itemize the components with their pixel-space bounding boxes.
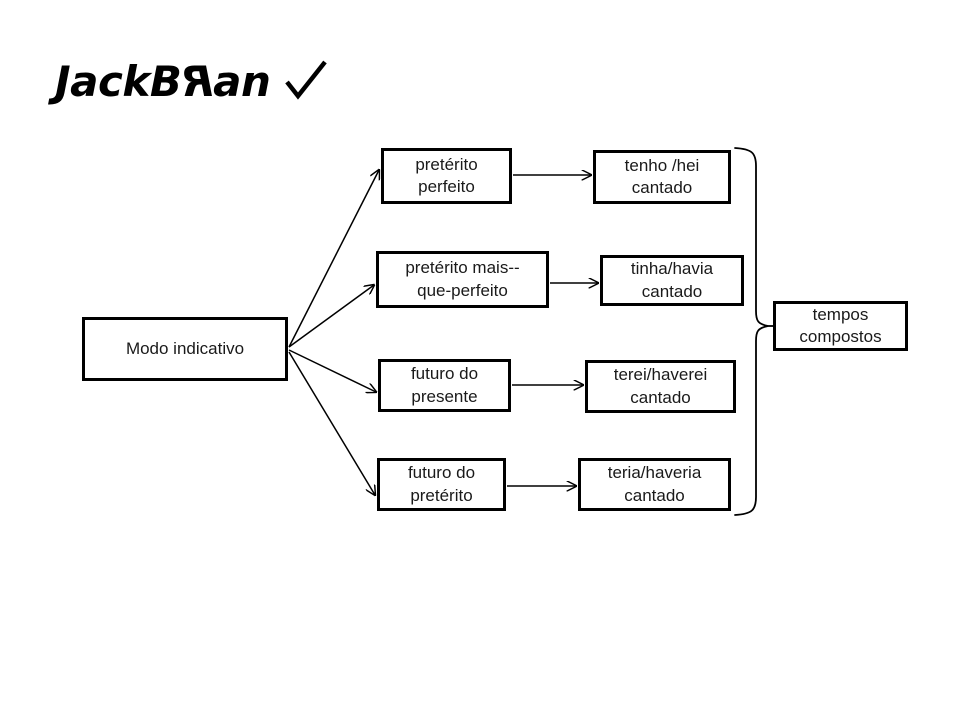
node-terei-haverei-cantado-line1: terei/haverei (613, 365, 708, 385)
node-tempos-compostos[interactable]: tempos compostos (773, 301, 908, 351)
brand-wordmark-ack: ack (70, 57, 150, 106)
edge-root-to-tense-3 (288, 349, 376, 392)
brand-wordmark-j: J (55, 57, 71, 106)
node-preterito-mais-que-perfeito-label: pretérito mais--que-perfeito (383, 257, 542, 302)
node-preterito-perfeito-label: pretérito perfeito (388, 154, 505, 199)
edge-root-to-tense-1 (288, 170, 379, 348)
node-preterito-perfeito-line1: pretérito (415, 154, 478, 174)
edge-root-to-tense-2 (288, 285, 374, 348)
node-preterito-perfeito[interactable]: pretérito perfeito (381, 148, 512, 204)
node-preterito-mais-que-perfeito-line1: pretérito mais-- (405, 258, 520, 278)
node-futuro-do-presente-line1: futuro do (410, 364, 479, 384)
grouping-brace (734, 147, 769, 516)
brand-wordmark-b: B (149, 57, 182, 106)
node-tempos-compostos-line1: tempos (812, 304, 869, 324)
brand-logo: JackBRan (55, 57, 328, 106)
node-tinha-havia-cantado-line2: cantado (641, 281, 703, 301)
node-modo-indicativo-label: Modo indicativo (125, 338, 245, 358)
node-tenho-hei-cantado-line2: cantado (631, 178, 693, 197)
node-terei-haverei-cantado-line2: cantado (630, 387, 691, 407)
node-tenho-hei-cantado-label: tenho /hei cantado (600, 155, 724, 200)
brand-wordmark-reversed-r: R (181, 57, 214, 106)
edge-root-to-tense-4 (288, 351, 375, 495)
node-teria-haveria-cantado-line1: teria/haveria (607, 463, 702, 483)
node-teria-haveria-cantado-line2: cantado (624, 485, 685, 505)
node-preterito-mais-que-perfeito-line2: que-perfeito (417, 280, 508, 300)
brand-wordmark: JackBRan (55, 57, 271, 106)
node-modo-indicativo[interactable]: Modo indicativo (82, 317, 288, 381)
node-preterito-mais-que-perfeito[interactable]: pretérito mais--que-perfeito (376, 251, 549, 308)
node-futuro-do-preterito-line2: pretérito (410, 485, 473, 505)
node-tenho-hei-cantado[interactable]: tenho /hei cantado (593, 150, 731, 204)
node-futuro-do-presente-line2: presente (411, 386, 478, 406)
node-tinha-havia-cantado-line1: tinha/havia (630, 259, 714, 279)
node-futuro-do-preterito-line1: futuro do (407, 463, 476, 483)
brand-wordmark-an: an (213, 57, 271, 106)
node-tempos-compostos-line2: compostos (799, 327, 882, 346)
check-mark-icon (285, 60, 328, 100)
node-tempos-compostos-label: tempos compostos (780, 304, 901, 349)
node-tenho-hei-cantado-line1: tenho /hei (624, 155, 700, 175)
node-preterito-perfeito-line2: perfeito (418, 177, 475, 196)
